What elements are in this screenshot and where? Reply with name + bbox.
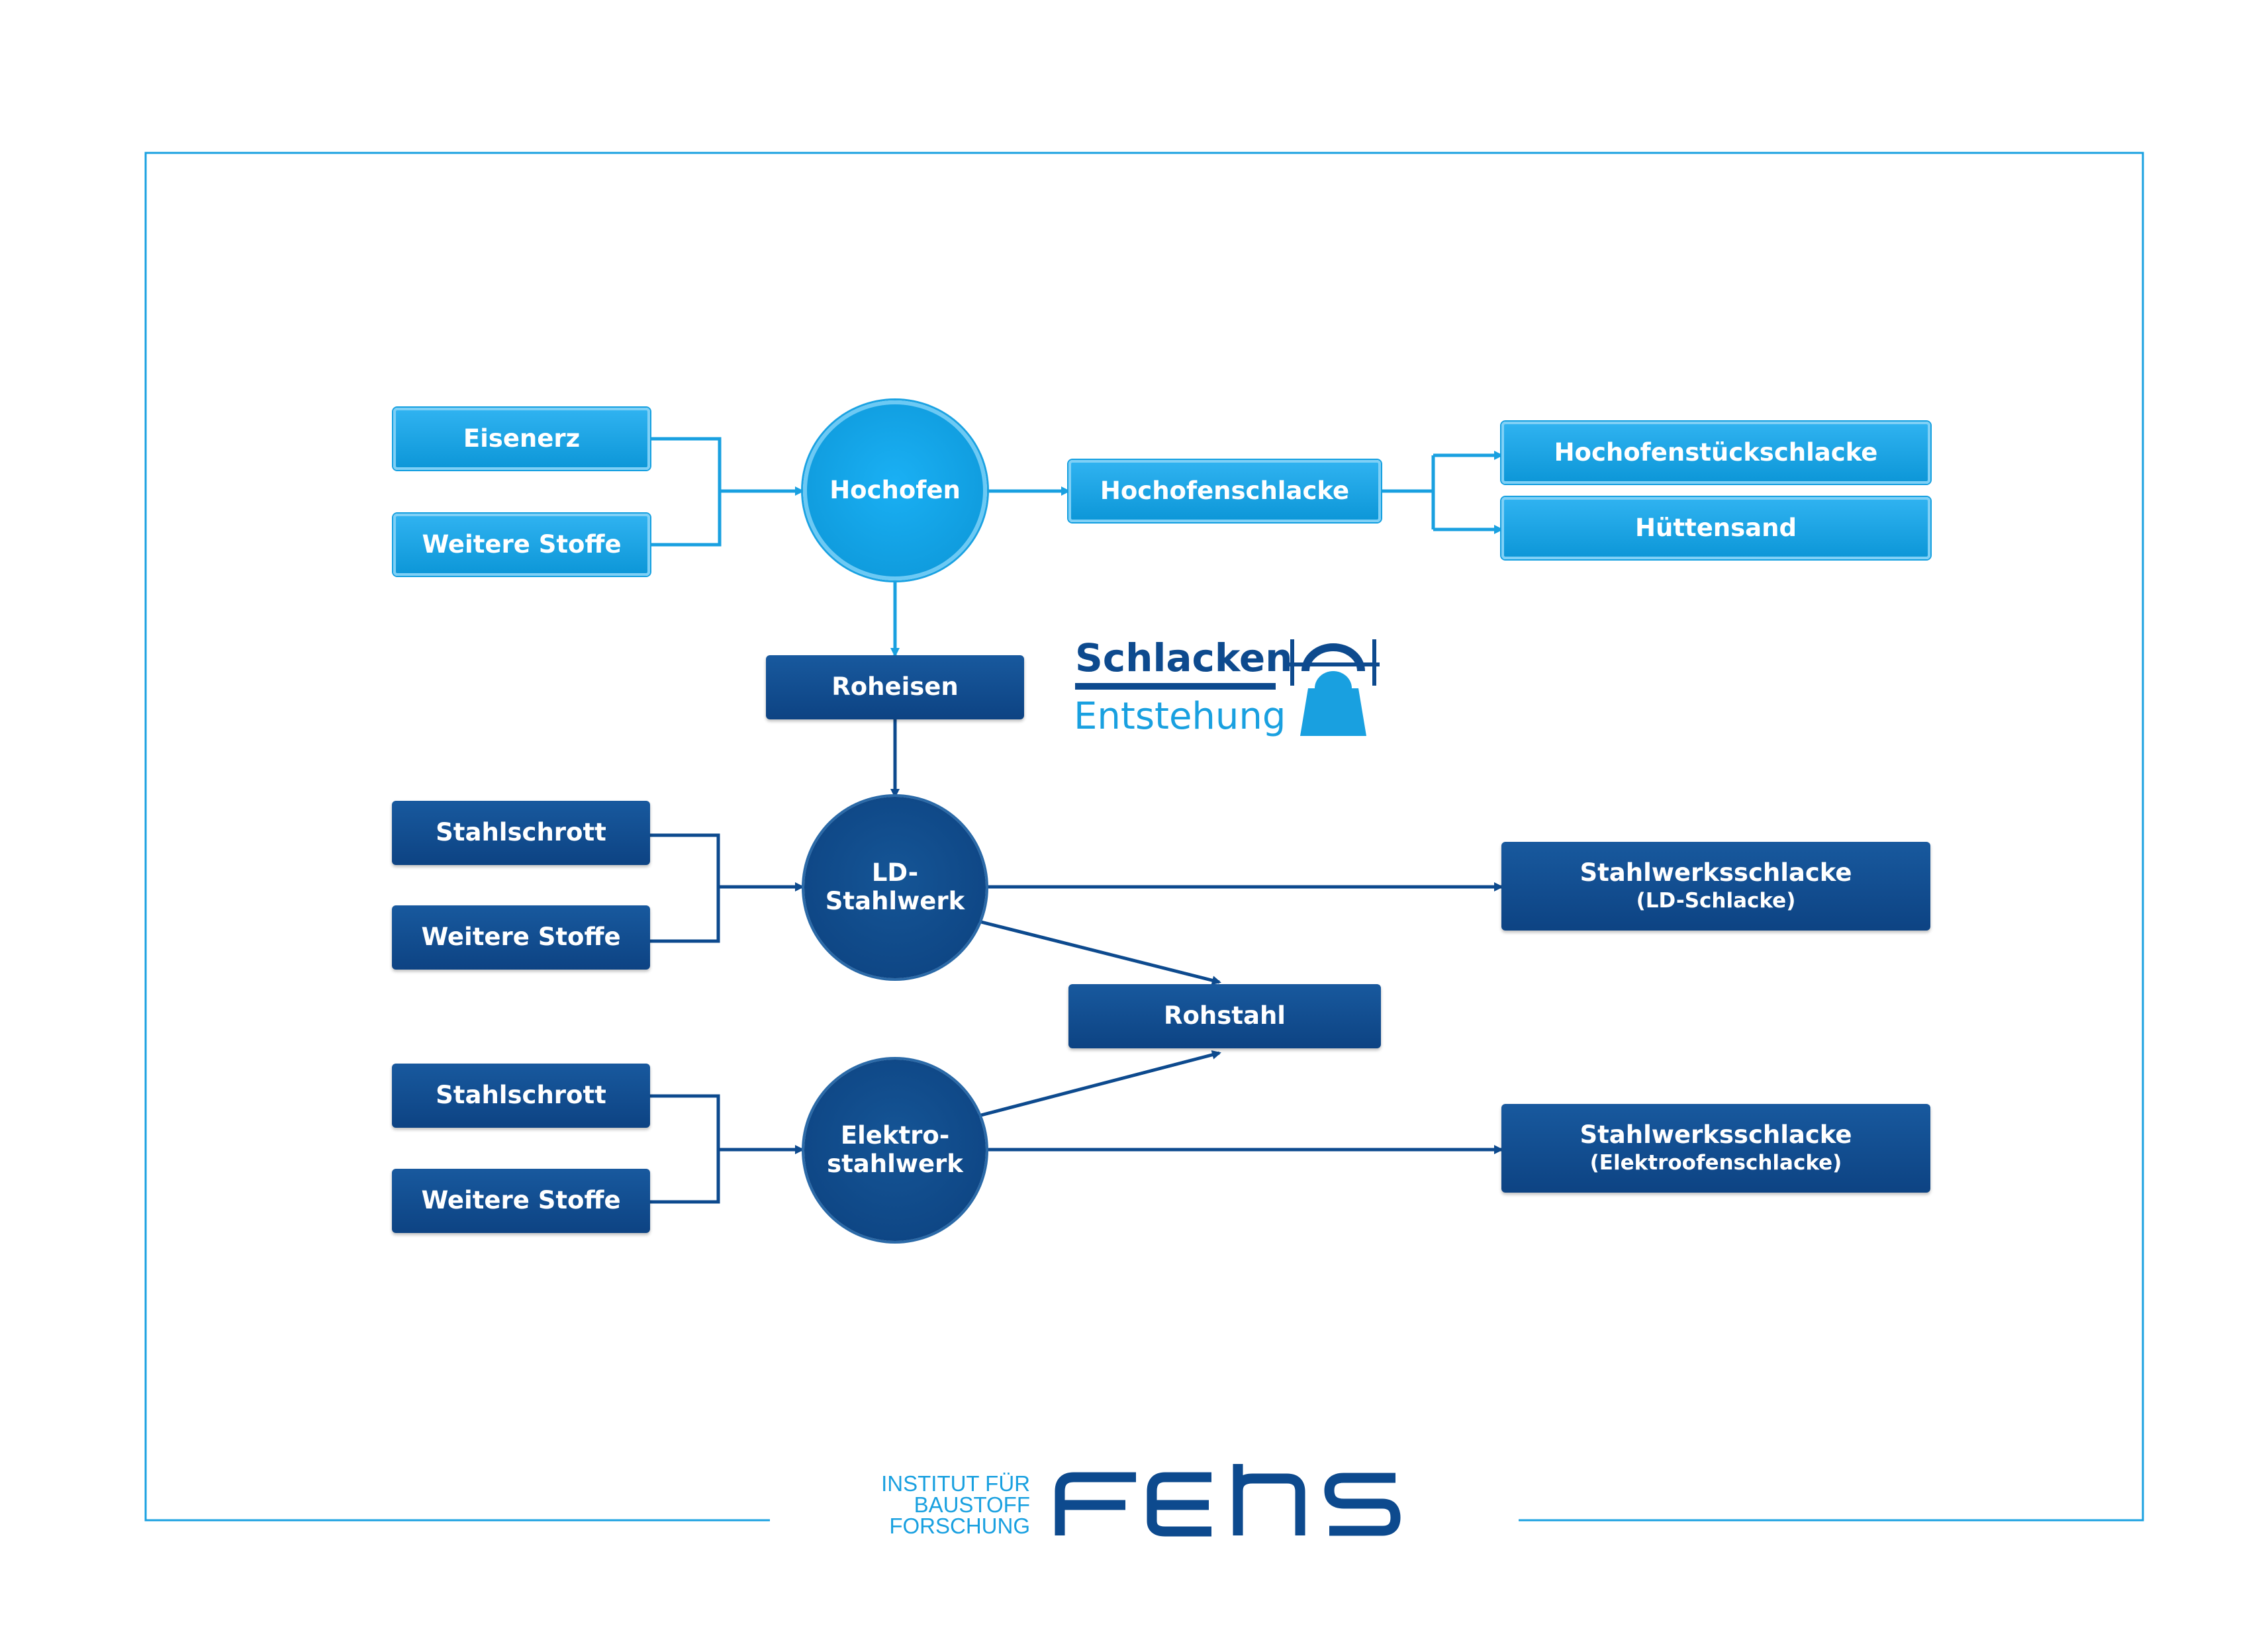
node-stahlschrott-1: Stahlschrott [392,801,650,865]
node-label: Stahlschrott [436,1081,606,1110]
node-label: Hüttensand [1635,513,1797,542]
connector-stahlschrott-1 [650,833,720,941]
node-hochofenschlacke: Hochofenschlacke [1068,460,1381,522]
connector-weitere-stoffe-1 [650,439,722,547]
node-hochofenstueckschlacke: Hochofenstückschlacke [1501,422,1930,484]
node-label: Hochofen [829,475,961,504]
node-label: Stahlschrott [436,818,606,847]
node-label: Rohstahl [1164,1001,1286,1030]
node-weitere-stoffe-2: Weitere Stoffe [392,905,650,970]
node-weitere-stoffe-1: Weitere Stoffe [393,514,650,576]
node-sublabel: (Elektroofenschlacke) [1589,1151,1842,1175]
institute-line3: FORSCHUNG [889,1514,1030,1538]
connector-stahlschrott-2 [650,1094,720,1202]
node-huettensand: Hüttensand [1501,497,1930,559]
stahlwerk-connectors [650,719,1503,1204]
node-elektrostahlwerk: Elektro- stahlwerk [804,1060,986,1241]
institute-name: INSTITUT FÜR BAUSTOFF FORSCHUNG [834,1473,1030,1537]
node-hochofen: Hochofen [803,400,987,580]
node-label-line2: Stahlwerk [825,887,965,915]
outer-frame [144,152,2144,1522]
node-label: Weitere Stoffe [421,923,621,952]
badge-title: Schlacken [1075,635,1293,680]
node-label: Hochofenschlacke [1100,476,1350,505]
fehs-logo [1055,1464,1401,1537]
node-label: Eisenerz [463,424,581,453]
connector-weitere-stoffe-2 [650,835,720,943]
hochofen-connectors [650,437,1503,657]
node-label: Roheisen [831,672,959,702]
node-label: Stahlwerksschlacke [1580,1120,1852,1149]
node-label: Weitere Stoffe [422,529,622,559]
node-label: Weitere Stoffe [421,1186,621,1215]
arrow-ld-to-rohstahl [978,919,1221,985]
node-eisenerz: Eisenerz [393,408,650,470]
institute-line2: BAUSTOFF [914,1492,1030,1517]
node-sublabel: (LD-Schlacke) [1636,889,1796,913]
connector-eisenerz [650,437,722,545]
node-label: Stahlwerksschlacke [1580,858,1852,887]
node-label-line1: LD- [871,858,919,888]
arrow-elektro-to-rohstahl [978,1050,1221,1118]
node-stahlschrott-2: Stahlschrott [392,1064,650,1128]
node-rohstahl: Rohstahl [1068,984,1381,1048]
connector-weitere-stoffe-3 [650,1096,720,1204]
badge-subtitle: Entstehung [1074,695,1286,738]
node-ld-stahlwerk: LD- Stahlwerk [804,797,986,978]
node-weitere-stoffe-3: Weitere Stoffe [392,1169,650,1233]
node-label: Hochofenstückschlacke [1554,437,1878,467]
node-stahlwerksschlacke-ld: Stahlwerksschlacke (LD-Schlacke) [1501,842,1930,931]
institute-line1: INSTITUT FÜR [881,1471,1030,1496]
node-stahlwerksschlacke-eo: Stahlwerksschlacke (Elektroofenschlacke) [1501,1104,1930,1193]
node-label-line2: stahlwerk [827,1150,963,1178]
node-label-line1: Elektro- [840,1121,950,1150]
slag-ladle-icon [1287,639,1380,736]
node-roheisen: Roheisen [766,655,1024,719]
